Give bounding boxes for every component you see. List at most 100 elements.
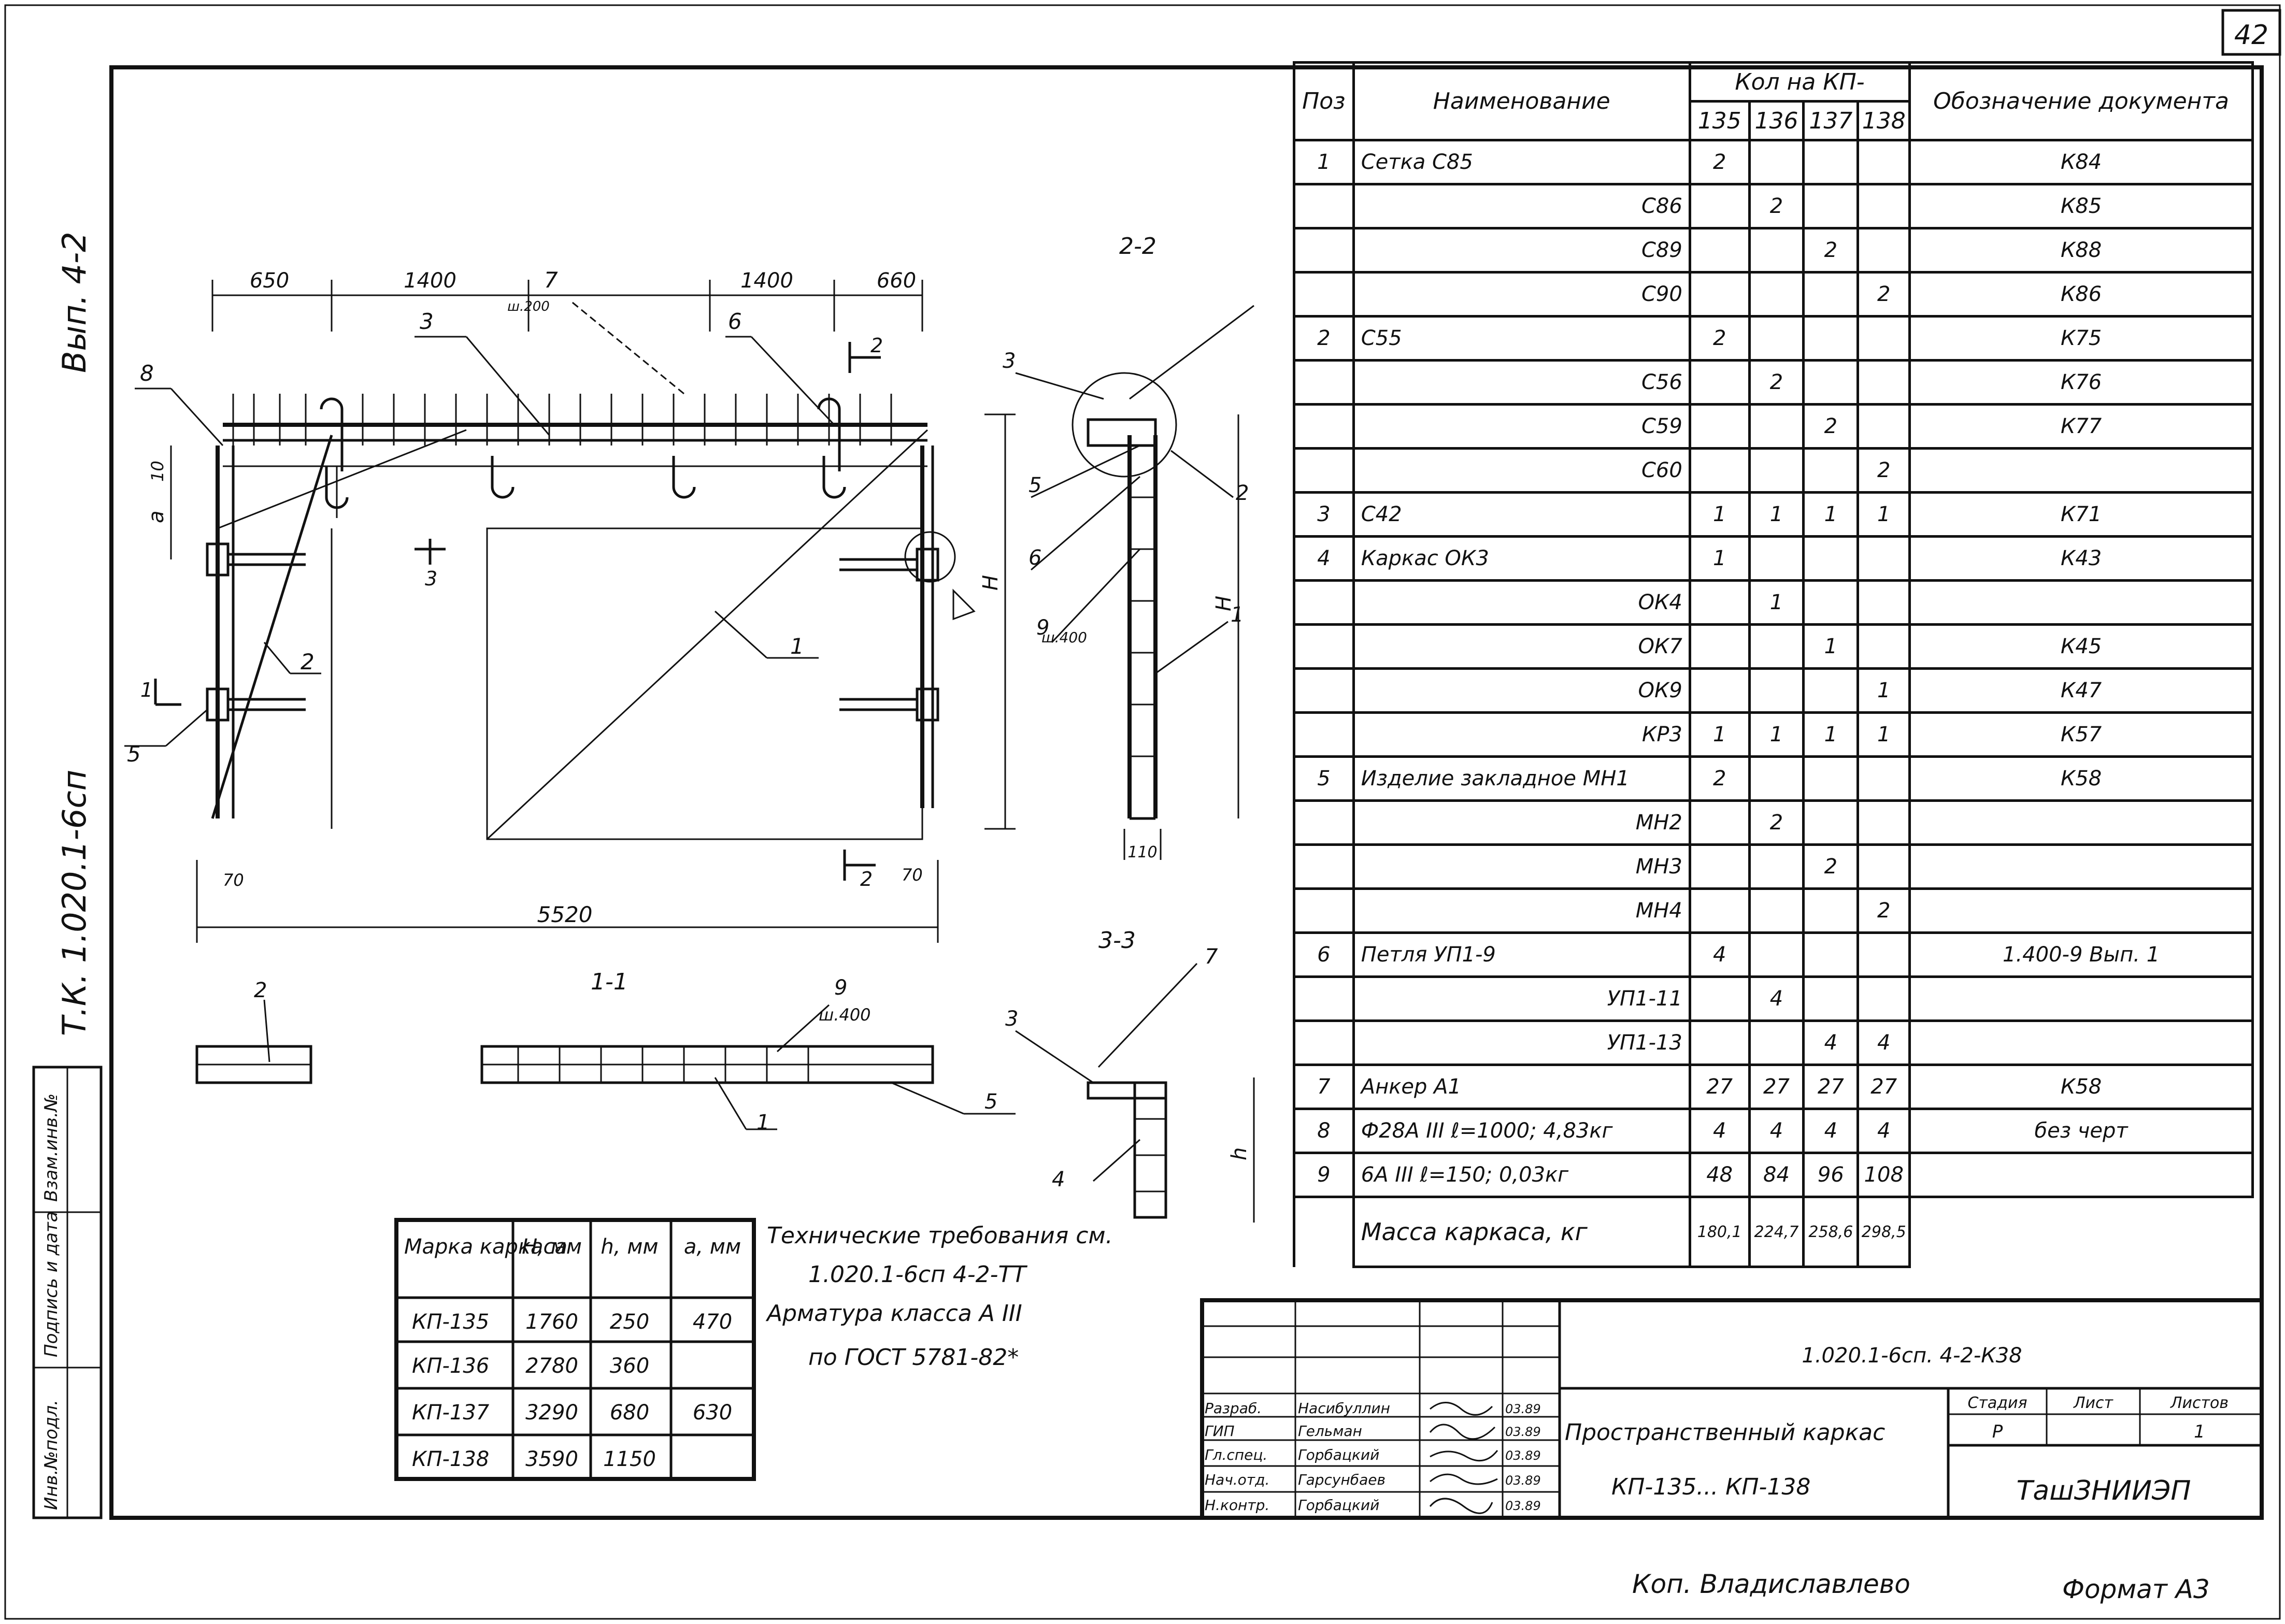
spec-mass-138: 298,5 — [1856, 1196, 1911, 1268]
spec-qty — [1748, 403, 1805, 450]
spec-doc: К88 — [1908, 227, 2254, 274]
callout-8-elev: 8 — [140, 361, 154, 386]
note-line-2: 1.020.1-6сп 4-2-ТТ — [808, 1261, 1027, 1288]
pt-r3-marka: КП-137 — [412, 1401, 490, 1425]
spec-name: С55 — [1352, 315, 1691, 362]
dim-h-section: h — [1227, 1147, 1251, 1160]
spec-pos: 4 — [1293, 535, 1355, 582]
dim-70-right: 70 — [902, 865, 923, 885]
tb-r3-name: Горбацкий — [1298, 1446, 1379, 1463]
spec-qty — [1856, 579, 1911, 626]
spec-qty: 4 — [1802, 1019, 1860, 1066]
spec-pos — [1293, 887, 1355, 934]
spec-qty: 4 — [1748, 975, 1805, 1022]
spec-qty — [1688, 447, 1751, 494]
spec-name: УП1-11 — [1352, 975, 1691, 1022]
tb-r5-date: 03.89 — [1505, 1499, 1541, 1513]
spec-qty: 2 — [1748, 799, 1805, 846]
spec-h-doc: Обозначение документа — [1908, 61, 2254, 141]
spec-doc — [1908, 887, 2254, 934]
spec-doc — [1908, 799, 2254, 846]
spec-qty: 1 — [1748, 491, 1805, 538]
callout-9-sec: 9 — [1036, 616, 1049, 640]
section-1-1-callout-5: 5 — [984, 1090, 997, 1114]
pt-r3-H: 3290 — [525, 1401, 578, 1425]
tb-r4-date: 03.89 — [1505, 1473, 1541, 1488]
spec-name: Изделие закладное МН1 — [1352, 755, 1691, 802]
spec-qty — [1856, 227, 1911, 274]
pt-h-marka: Марка каркаса — [404, 1235, 567, 1259]
tb-r2-name: Гельман — [1298, 1422, 1362, 1440]
pt-r3-a: 630 — [693, 1401, 732, 1425]
frame-elevation: 650 1400 1400 660 ш.200 — [124, 267, 1016, 943]
spec-qty: 27 — [1802, 1063, 1860, 1110]
spec-name: С86 — [1352, 183, 1691, 229]
dim-660: 660 — [877, 269, 916, 293]
tb-title: Пространственный каркас — [1565, 1419, 1885, 1446]
spec-pos: 9 — [1293, 1152, 1355, 1198]
spec-qty — [1856, 139, 1911, 185]
dim-H-section: Н — [1212, 596, 1236, 611]
inner-frame — [109, 65, 2264, 1520]
tb-r4-name: Гарсунбаев — [1298, 1471, 1386, 1488]
spec-doc — [1908, 1019, 2254, 1066]
spec-doc — [1908, 579, 2254, 626]
spec-pos: 6 — [1293, 931, 1355, 978]
spec-qty — [1856, 359, 1911, 406]
tb-stage-v: Р — [1992, 1421, 2003, 1442]
spec-name: Сетка С85 — [1352, 139, 1691, 185]
spec-qty — [1802, 579, 1860, 626]
spec-qty — [1688, 975, 1751, 1022]
spec-qty — [1856, 755, 1911, 802]
spec-qty — [1856, 535, 1911, 582]
spec-qty — [1802, 139, 1860, 185]
spec-qty — [1802, 535, 1860, 582]
specification-table: Поз Наименование Кол на КП- Обозначение … — [1293, 61, 2254, 1268]
spec-doc — [1908, 447, 2254, 494]
spec-qty — [1856, 843, 1911, 890]
spec-h-135: 135 — [1688, 100, 1751, 141]
spec-qty — [1802, 447, 1860, 494]
spec-qty: 1 — [1802, 491, 1860, 538]
spec-qty: 2 — [1856, 887, 1911, 934]
spec-qty — [1688, 227, 1751, 274]
spec-qty — [1802, 931, 1860, 978]
spec-qty: 4 — [1688, 1108, 1751, 1154]
spec-qty — [1688, 359, 1751, 406]
tb-r5-name: Горбацкий — [1298, 1497, 1379, 1514]
spec-name: С89 — [1352, 227, 1691, 274]
spec-qty: 2 — [1748, 183, 1805, 229]
section-1-1-callout-9: 9 — [834, 976, 847, 1000]
pt-h-H: Н, мм — [522, 1235, 582, 1259]
spec-pos: 7 — [1293, 1063, 1355, 1110]
spec-mass-135: 180,1 — [1688, 1196, 1751, 1268]
spec-qty — [1802, 755, 1860, 802]
series-label: Т.К. 1.020.1-6сп — [55, 770, 93, 1036]
spec-pos: 2 — [1293, 315, 1355, 362]
note-line-4: по ГОСТ 5781-82* — [808, 1344, 1019, 1371]
spec-qty — [1802, 975, 1860, 1022]
spec-name: Ф28А III ℓ=1000; 4,83кг — [1352, 1108, 1691, 1154]
spec-name: ОК4 — [1352, 579, 1691, 626]
spec-qty — [1748, 271, 1805, 318]
spec-pos — [1293, 271, 1355, 318]
spec-doc: К71 — [1908, 491, 2254, 538]
note-line-1: Технические требования см. — [767, 1223, 1113, 1249]
spec-h-qty: Кол на КП- — [1688, 61, 1911, 103]
spec-h-137: 137 — [1802, 100, 1860, 141]
spec-pos — [1293, 843, 1355, 890]
spec-pos — [1293, 711, 1355, 758]
note-line-3: Арматура класса А III — [765, 1300, 1022, 1327]
pt-r2-h: 360 — [610, 1354, 649, 1378]
spec-qty — [1802, 315, 1860, 362]
dim-a: а — [145, 510, 168, 523]
